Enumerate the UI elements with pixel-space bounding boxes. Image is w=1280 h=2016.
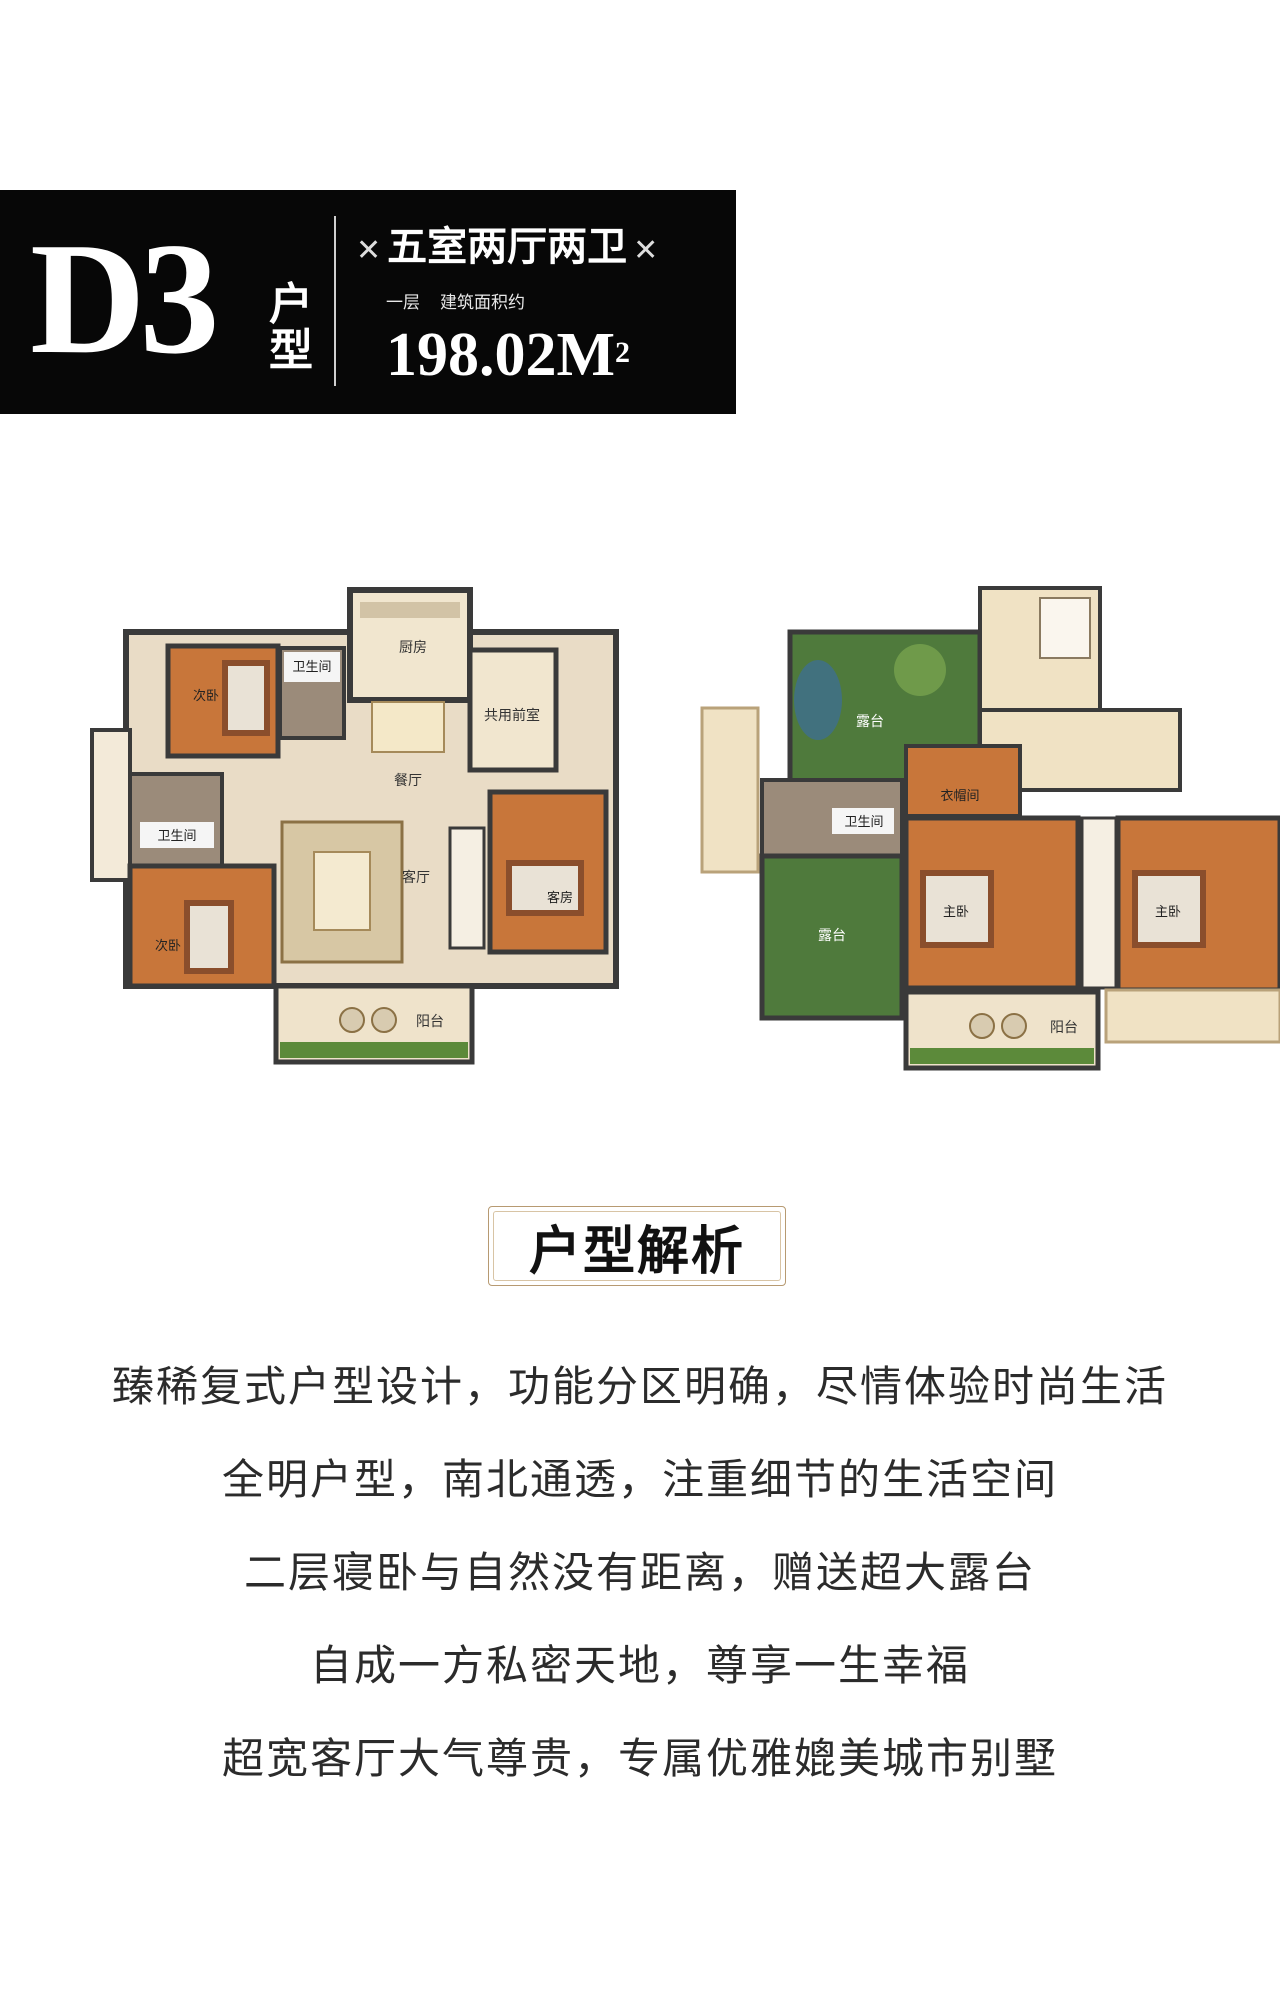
floor-plans: 厨房 卫生间 共用前室 次卧 餐厅 卫生间 客厅 客房 次卧 阳台 xyxy=(90,586,1280,1071)
area-number: 198.02M xyxy=(386,321,616,389)
area-unit-sup: 2 xyxy=(615,336,631,369)
area-caption: 一层建筑面积约 xyxy=(386,288,545,313)
entry-room xyxy=(467,647,559,773)
title-banner: D3 户型 ✕五室两厅两卫✕ 一层建筑面积约 198.02M2 xyxy=(0,190,736,414)
coffee-table xyxy=(313,851,371,931)
label-terrace-top: 露台 xyxy=(856,714,884,730)
terrace-bottom xyxy=(759,853,905,1021)
label-dining: 餐厅 xyxy=(394,773,422,789)
label-bath-left: 卫生间 xyxy=(157,829,196,844)
area-label: 建筑面积约 xyxy=(440,293,525,313)
stair-top xyxy=(1039,597,1091,659)
bath-left-room xyxy=(128,772,224,868)
bay-window xyxy=(90,728,132,882)
balcony-2-plants xyxy=(910,1048,1094,1064)
unit-code: D3 xyxy=(30,209,220,387)
balcony-chair xyxy=(339,1007,365,1033)
label-balcony-2: 阳台 xyxy=(1050,1020,1078,1036)
label-closet: 衣帽间 xyxy=(940,788,979,804)
label-bath-2: 卫生间 xyxy=(844,815,883,830)
label-guest: 客房 xyxy=(547,890,573,906)
bath-2-label-bg xyxy=(832,808,894,834)
bath-top-label-bg xyxy=(284,652,340,682)
label-living: 客厅 xyxy=(402,869,430,886)
balcony-plants xyxy=(280,1042,468,1058)
label-balcony-1: 阳台 xyxy=(416,1014,444,1030)
label-master2: 主卧 xyxy=(1155,905,1181,920)
stair-2 xyxy=(1080,816,1118,990)
area-value: 198.02M2 xyxy=(386,315,630,395)
balcony-chair xyxy=(1001,1013,1027,1039)
description-line: 自成一方私密天地，尊享一生幸福 xyxy=(309,1641,970,1690)
pond xyxy=(794,660,842,740)
divider xyxy=(334,216,336,386)
plant-top xyxy=(894,644,946,696)
description-line: 臻稀复式户型设计，功能分区明确，尽情体验时尚生活 xyxy=(111,1362,1168,1411)
stair-1 xyxy=(448,826,486,950)
deck-bottom-right xyxy=(1104,988,1280,1044)
bath-left-label-bg xyxy=(140,822,214,848)
bed-guest-sheet xyxy=(512,866,578,910)
floor-plan-2: 露台 卫生间 衣帽间 露台 主卧 主卧 阳台 xyxy=(700,586,1280,1071)
label-terrace-bottom: 露台 xyxy=(818,928,846,944)
floor-label: 一层 xyxy=(386,293,420,313)
section-title-box: 户型解析 xyxy=(488,1206,786,1286)
section-title: 户型解析 xyxy=(493,1211,781,1282)
bed-tl-sheet xyxy=(228,666,264,730)
closet-room xyxy=(904,744,1022,818)
label-bedroom-bl: 次卧 xyxy=(155,938,181,954)
label-kitchen: 厨房 xyxy=(399,640,427,656)
bed-bl-sheet xyxy=(190,906,228,968)
balcony-chair xyxy=(371,1007,397,1033)
label-bedroom-tl: 次卧 xyxy=(193,688,219,704)
layout-text: 五室两厅两卫 xyxy=(387,223,628,270)
label-master1: 主卧 xyxy=(943,905,969,920)
bed-master2-sheet xyxy=(1138,876,1200,942)
label-entry: 共用前室 xyxy=(484,707,540,724)
description: 臻稀复式户型设计，功能分区明确，尽情体验时尚生活 全明户型，南北通透，注重细节的… xyxy=(0,1340,1280,1805)
label-bath-top: 卫生间 xyxy=(292,660,331,675)
kitchen-counter xyxy=(360,602,460,618)
balcony-chair xyxy=(969,1013,995,1039)
unit-type-word: 户型 xyxy=(269,279,313,376)
description-line: 超宽客厅大气尊贵，专属优雅媲美城市别墅 xyxy=(221,1734,1058,1783)
deck-strip xyxy=(700,706,760,874)
layout-line: ✕五室两厅两卫✕ xyxy=(350,222,664,276)
dining-table xyxy=(371,701,445,753)
cross-icon: ✕ xyxy=(633,233,659,268)
description-line: 全明户型，南北通透，注重细节的生活空间 xyxy=(221,1455,1058,1504)
cross-icon: ✕ xyxy=(356,233,382,268)
floor-plan-1: 厨房 卫生间 共用前室 次卧 餐厅 卫生间 客厅 客房 次卧 阳台 xyxy=(90,587,619,1065)
description-line: 二层寝卧与自然没有距离，赠送超大露台 xyxy=(243,1548,1036,1597)
bed-master1-sheet xyxy=(926,876,988,942)
